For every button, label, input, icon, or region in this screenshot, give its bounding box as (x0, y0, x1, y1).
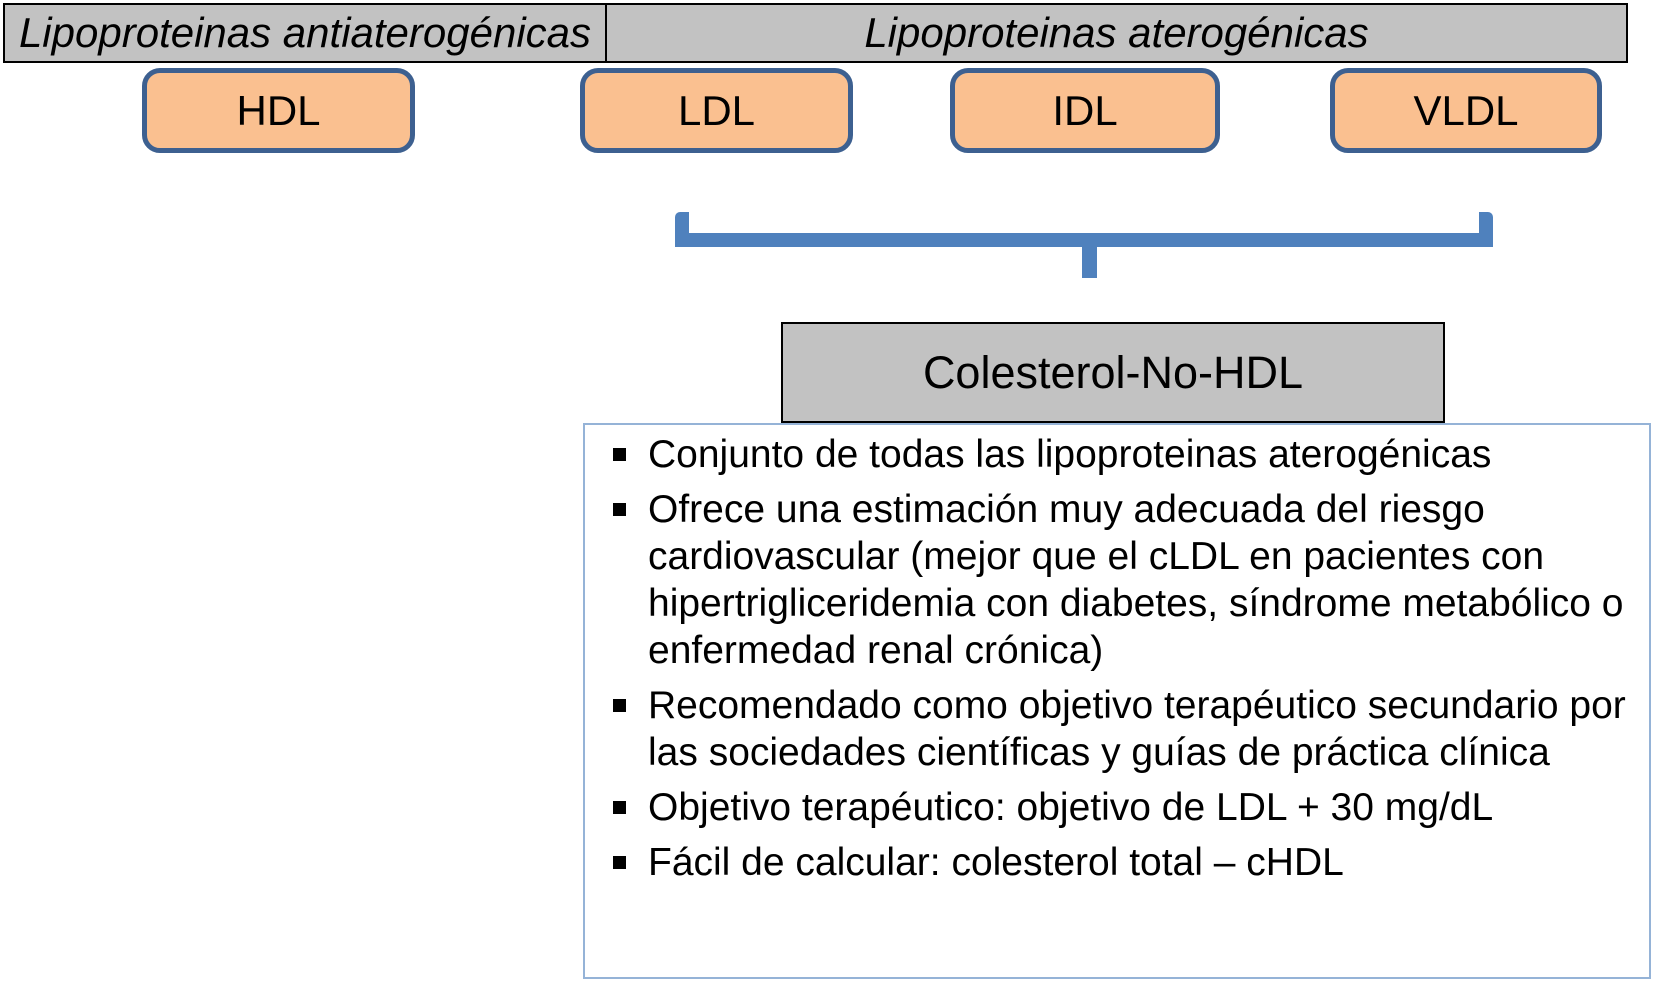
colesterol-no-hdl-box: Colesterol-No-HDL (781, 322, 1445, 423)
bullet-text: Objetivo terapéutico: objetivo de LDL + … (648, 786, 1494, 829)
ldl-label: LDL (677, 86, 756, 134)
colesterol-no-hdl-label: Colesterol-No-HDL (922, 346, 1304, 398)
idl-box: IDL (950, 68, 1220, 153)
list-item: Objetivo terapéutico: objetivo de LDL + … (613, 784, 1635, 831)
square-bullet-icon (613, 448, 626, 461)
vldl-label: VLDL (1413, 86, 1519, 134)
idl-label: IDL (1052, 86, 1118, 134)
bullet-text: Conjunto de todas las lipoproteinas ater… (648, 433, 1492, 476)
header-aterogenicas: Lipoproteinas aterogénicas (864, 9, 1369, 56)
brace-horizontal (675, 233, 1493, 247)
list-item: Fácil de calcular: colesterol total – cH… (613, 839, 1635, 886)
square-bullet-icon (613, 503, 626, 516)
vldl-box: VLDL (1330, 68, 1602, 153)
square-bullet-icon (613, 801, 626, 814)
hdl-label: HDL (236, 86, 321, 134)
bullet-text: Ofrece una estimación muy adecuada del r… (648, 488, 1624, 672)
square-bullet-icon (613, 699, 626, 712)
bullet-text: Fácil de calcular: colesterol total – cH… (648, 841, 1344, 884)
brace-down-stem (1082, 247, 1097, 278)
bullet-text: Recomendado como objetivo terapéutico se… (648, 684, 1626, 774)
ldl-box: LDL (580, 68, 853, 153)
brace-right-tick (1479, 212, 1493, 247)
list-item: Ofrece una estimación muy adecuada del r… (613, 486, 1635, 674)
list-item: Recomendado como objetivo terapéutico se… (613, 682, 1635, 776)
hdl-box: HDL (142, 68, 415, 153)
description-panel: Conjunto de todas las lipoproteinas ater… (583, 423, 1651, 979)
header-antiaterogenicas: Lipoproteinas antiaterogénicas (5, 5, 607, 61)
list-item: Conjunto de todas las lipoproteinas ater… (613, 431, 1635, 478)
bullet-list: Conjunto de todas las lipoproteinas ater… (613, 431, 1635, 886)
category-header-bar: Lipoproteinas antiaterogénicas Lipoprote… (3, 3, 1628, 63)
square-bullet-icon (613, 856, 626, 869)
